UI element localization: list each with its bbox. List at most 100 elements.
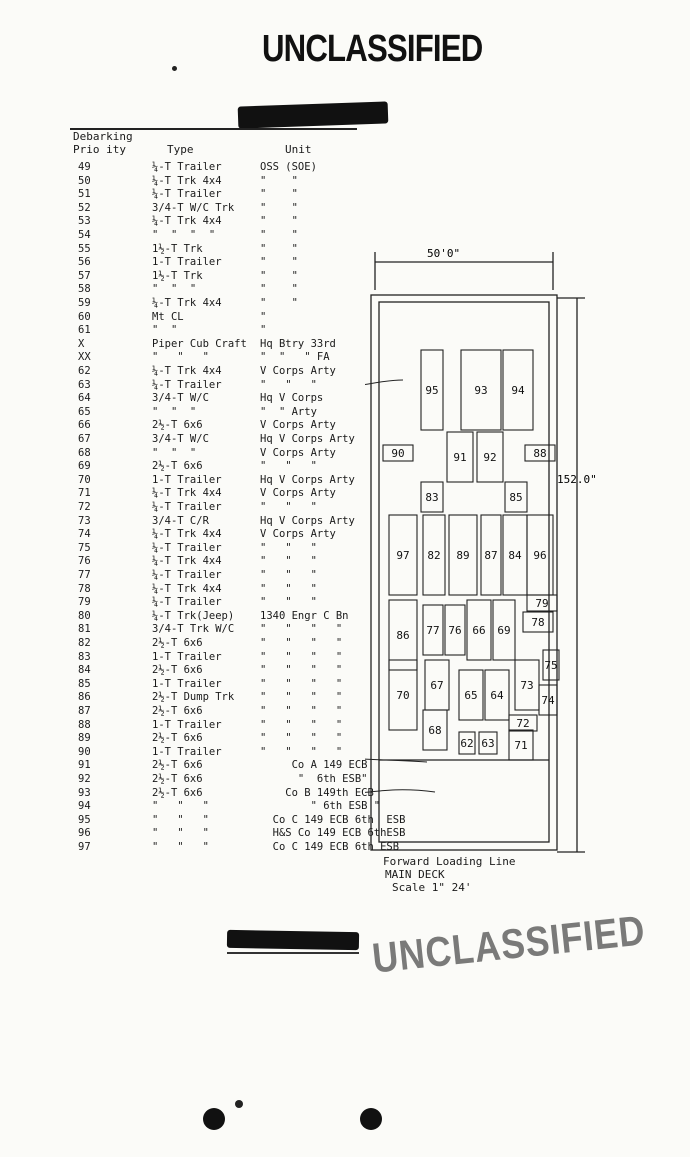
caption-loading-line: Forward Loading Line [383,855,516,868]
deck-slot-label: 62 [460,737,473,750]
row-type: ¼-T Trailer [152,541,222,554]
row-unit: Hq V Corps Arty [260,433,355,445]
row-type: 3/4-T Trk W/C [152,623,235,636]
row-unit: Hq V Corps Arty [260,473,355,486]
row-unit: " " " " [260,691,343,704]
deck-slot [388,514,418,596]
deck-slot-label: 95 [425,384,438,397]
row-priority: 87 [78,705,91,717]
row-unit: " [260,310,267,323]
binder-hole-left [203,1108,225,1130]
redaction-bar-top [237,101,389,129]
deck-slot-label: 85 [509,491,522,504]
row-type: ¼-T Trailer [152,596,222,609]
row-unit: Co B 149th ECB [260,786,374,799]
col-unit-label: Unit [285,143,312,156]
col-debarking-label: Debarking [73,130,133,143]
row-type: 2½-T 6x6 [152,732,203,745]
row-unit: " " [260,174,298,187]
row-unit: " " [260,283,298,296]
row-type: " " " [152,813,209,826]
row-type: 2½-T 6x6 [152,460,203,473]
deck-slot [484,669,510,721]
deck-slot [382,444,414,462]
row-priority: 56 [78,256,91,269]
deck-slot-label: 87 [484,549,497,562]
row-type: " " " [152,841,209,853]
row-unit: " " [260,269,298,282]
width-label: 50'0" [427,247,460,260]
deck-slot [508,729,534,761]
row-priority: 85 [78,677,91,690]
row-type: ¼-T Trailer [152,501,222,513]
deck-slot [522,611,554,633]
row-type: Piper Cub Craft [152,337,247,350]
deck-slot [458,669,484,721]
row-unit: V Corps Arty [260,365,336,377]
row-priority: 69 [78,460,91,473]
row-priority: 51 [78,188,91,201]
row-unit: " " " " [260,705,343,717]
deck-slot-label: 88 [533,447,546,460]
row-type: 2½-T 6x6 [152,705,203,717]
deck-slot-label: 89 [456,549,469,562]
deck-slot [466,599,492,661]
arrow-pointer [365,379,404,386]
row-type: ¼-T Trailer [152,188,222,201]
ink-speck [172,66,177,71]
row-priority: 91 [78,759,91,772]
deck-slot [388,599,418,671]
row-unit: " " " " [260,623,343,636]
row-type: ¼-T Trk 4x4 [152,297,222,309]
deck-slot-label: 69 [497,624,510,637]
row-type: " " " [152,283,197,296]
deck-slot-label: 84 [508,549,522,562]
deck-slot-label: 94 [511,384,525,397]
row-unit: " [260,324,267,337]
caption-deck: MAIN DECK [385,868,445,881]
row-priority: 80 [78,609,91,622]
deck-slot-label: 90 [391,447,404,460]
row-type: 2½-T 6x6 [152,759,203,772]
row-priority: 49 [78,161,91,173]
deck-slot-label: 91 [453,451,466,464]
col-type-label: Type [167,143,194,156]
deck-slot-label: 74 [541,694,555,707]
row-priority: 84 [78,664,91,677]
deck-slot-label: 79 [535,597,548,610]
row-unit: " " " " [260,677,343,690]
row-priority: 90 [78,745,91,758]
row-priority: 96 [78,827,91,840]
row-priority: 83 [78,650,91,663]
row-unit: V Corps Arty [260,419,336,432]
row-priority: 81 [78,623,91,636]
deck-slot-label: 65 [464,689,477,702]
deck-slot [420,481,444,513]
row-priority: 63 [78,378,91,391]
row-priority: 82 [78,637,91,649]
row-type: 1-T Trailer [152,473,222,486]
row-priority: 68 [78,446,91,459]
row-unit: " 6th ESB " [260,800,381,813]
ink-speck [235,1100,243,1108]
deck-slot [460,349,502,431]
row-unit: " " [260,256,298,269]
row-unit: " " " [260,582,317,595]
deck-slot [492,599,516,661]
row-unit: " 6th ESB" [260,773,368,785]
row-priority: 57 [78,269,91,282]
deck-slot [422,709,448,751]
deck-slot [422,604,444,656]
deck-slot [422,514,446,596]
deck-slot-label: 82 [427,549,440,562]
deck-slot-label: 83 [425,491,438,504]
row-priority: XX [78,351,91,364]
row-type: 1-T Trailer [152,256,222,269]
row-type: ¼-T Trk(Jeep) [152,609,235,622]
row-priority: 73 [78,514,91,527]
deck-slot [538,684,558,716]
deck-slot-label: 97 [396,549,409,562]
row-priority: 52 [78,201,91,214]
row-priority: 55 [78,242,91,255]
